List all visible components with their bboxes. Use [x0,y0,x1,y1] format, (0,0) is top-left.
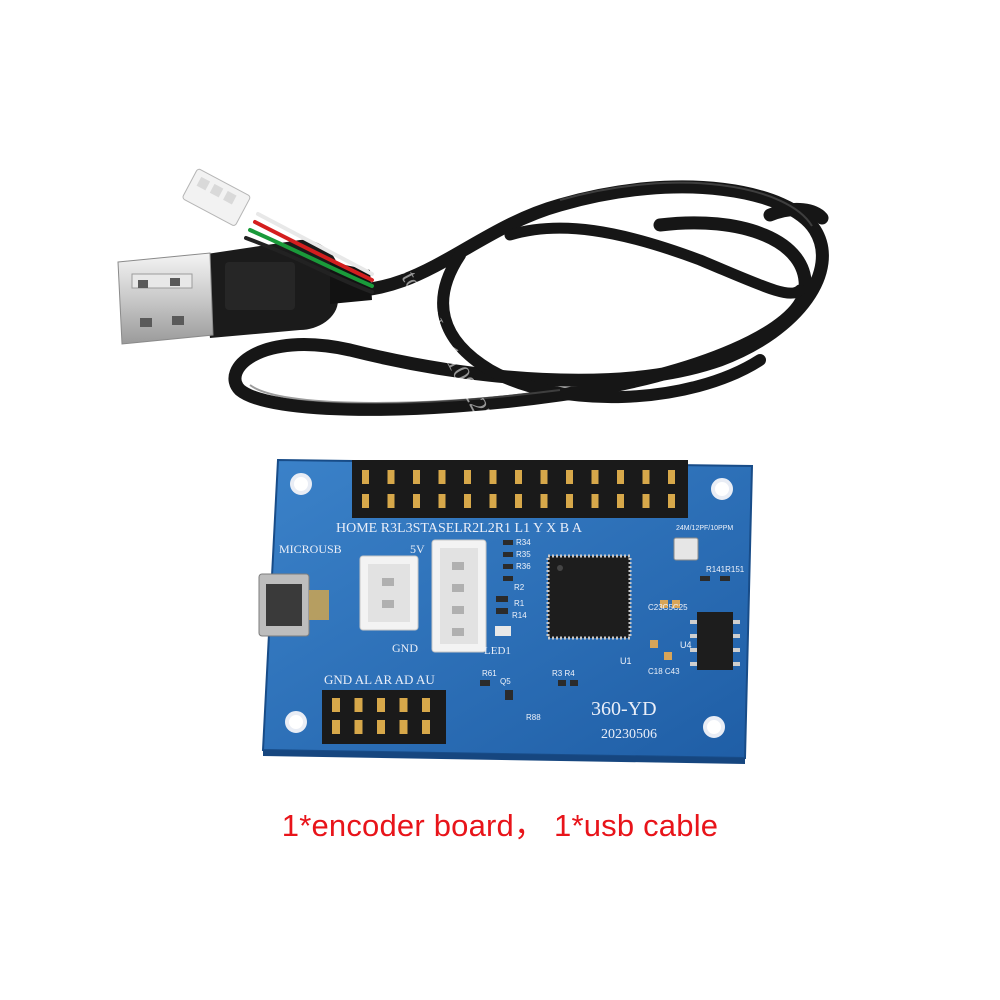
header-pin [387,494,395,508]
svg-text:R88: R88 [526,713,541,722]
header-pin [566,470,573,484]
cable-highlights [249,181,813,404]
joystick-pin-header [322,690,446,744]
jst-socket-large [431,539,487,653]
header-pin [642,494,650,508]
header-pin [362,470,369,484]
header-pin [642,470,650,484]
board-model: 360-YD [591,698,657,720]
svg-text:C18 C43: C18 C43 [648,667,680,676]
header-pin [354,720,363,734]
header-pin [617,470,624,484]
mcu-chip [546,554,632,640]
svg-text:R2: R2 [514,583,525,592]
microusb-label: MICROUSB [279,542,342,556]
header-pin [332,720,340,734]
header-pin [617,494,624,508]
header-pin [438,494,446,508]
svg-text:R1: R1 [514,599,525,608]
header-pin [591,494,599,508]
svg-text:R61: R61 [482,669,497,678]
header-pin [332,698,340,712]
led-label: LED1 [484,645,511,657]
wire-bundle [244,212,374,294]
jst-socket-small [359,555,419,631]
header-pin [413,470,420,484]
u4-label: U4 [680,640,692,650]
header-pin [377,720,385,734]
header-pin [422,698,430,712]
svg-text:C23C5C25: C23C5C25 [648,603,688,612]
header-pin [413,494,420,508]
board-date: 20230506 [601,727,657,742]
smd-components [480,540,730,700]
u1-label: U1 [620,656,632,666]
product-caption: 1*encoder board， 1*usb cable [281,808,719,843]
header-pin [399,698,408,712]
crystal-oscillator [673,537,699,561]
stick-pin-labels: GND AL AR AD AU [324,672,435,687]
component-designators: R34 R35 R36 R2 R1 R14 R61 Q5 R3 R4 R88 R… [482,538,745,722]
svg-text:R141R151: R141R151 [706,565,745,574]
microusb-port [258,573,329,637]
usb-plug [117,239,372,345]
eeprom-chip [690,612,740,670]
svg-text:Q5: Q5 [500,677,511,686]
button-pin-header [352,460,688,518]
header-pin [515,494,522,508]
header-pin [387,470,395,484]
crystal-label: 24M/12PF/10PPM [676,525,733,532]
header-pin [399,720,408,734]
header-pin [362,494,369,508]
svg-text:R3 R4: R3 R4 [552,669,575,678]
gnd-label: GND [392,641,418,655]
encoder-board: HOME R3L3STASELR2L2R1 L1 Y X B A 24M/12P… [258,458,754,764]
header-pin [668,494,675,508]
svg-text:R35: R35 [516,550,531,559]
button-header-labels: HOME R3L3STASELR2L2R1 L1 Y X B A [336,521,583,536]
header-pin [377,698,385,712]
header-pin [540,470,548,484]
header-pin [566,494,573,508]
header-pin [464,470,471,484]
header-pin [489,494,497,508]
five-v-label: 5V [410,542,425,556]
svg-text:R34: R34 [516,538,531,547]
header-pin [591,470,599,484]
mounting-holes [285,473,733,738]
jst-connector [182,168,251,226]
header-pin [354,698,363,712]
usb-cable [228,180,829,416]
header-pin [438,470,446,484]
svg-text:R36: R36 [516,562,531,571]
svg-text:R14: R14 [512,611,527,620]
header-pin [668,470,675,484]
header-pin [464,494,471,508]
header-pin [422,720,430,734]
header-pin [540,494,548,508]
header-pin [515,470,522,484]
header-pin [489,470,497,484]
